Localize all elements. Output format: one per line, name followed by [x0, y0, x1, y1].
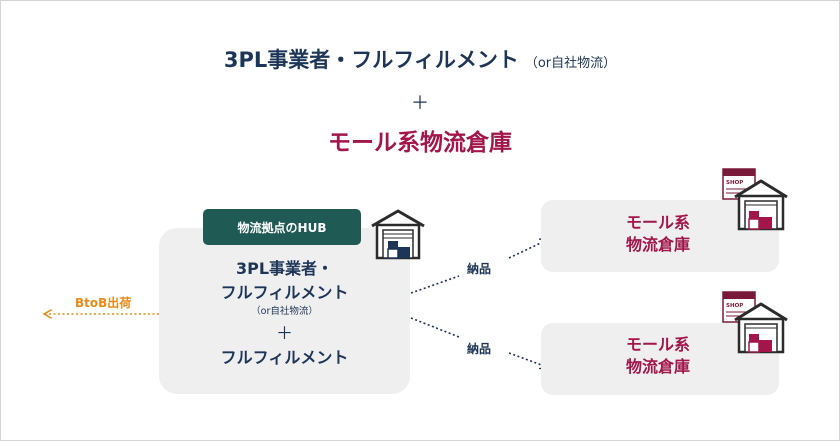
delivery-label-top: 納品 [467, 262, 492, 276]
mall-warehouse-label-top: モール系 物流倉庫 [593, 212, 723, 256]
warehouse-icon [371, 209, 425, 260]
mall-label-line2: 物流倉庫 [625, 235, 690, 254]
hub-badge: 物流拠点のHUB [203, 209, 361, 245]
main-title: 3PL事業者・フルフィルメント （or自社物流） [1, 44, 839, 74]
mall-warehouse-label-bottom: モール系 物流倉庫 [593, 334, 723, 378]
arrow-hub-to-mall-bottom-a [410, 317, 460, 338]
hub-line-fulfillment-2: フルフィルメント [220, 348, 349, 367]
main-title-sub: （or自社物流） [524, 56, 617, 71]
title-plus: ＋ [411, 93, 429, 114]
hub-line-fulfillment: フルフィルメント [220, 283, 349, 302]
hub-panel [159, 228, 410, 394]
shop-sign-text: SHOP [726, 303, 743, 309]
shop-warehouse-icon: SHOP [722, 168, 788, 231]
mall-title: モール系物流倉庫 [328, 130, 512, 156]
arrow-hub-to-mall-top-a [410, 275, 460, 294]
shop-sign-text: SHOP [726, 180, 743, 186]
hub-line-3pl: 3PL事業者・ [235, 259, 334, 278]
shop-warehouse-icon: SHOP [722, 291, 788, 354]
main-title-text: 3PL事業者・フルフィルメント [223, 48, 519, 72]
delivery-label-bottom: 納品 [467, 342, 492, 356]
hub-plus: ＋ [276, 324, 293, 344]
hub-line-inhouse: （or自社物流） [251, 306, 318, 317]
mall-label-line1: モール系 [625, 335, 690, 354]
btob-shipment-label: BtoB出荷 [75, 296, 132, 310]
mall-label-line2: 物流倉庫 [625, 357, 690, 376]
mall-label-line1: モール系 [625, 213, 690, 232]
